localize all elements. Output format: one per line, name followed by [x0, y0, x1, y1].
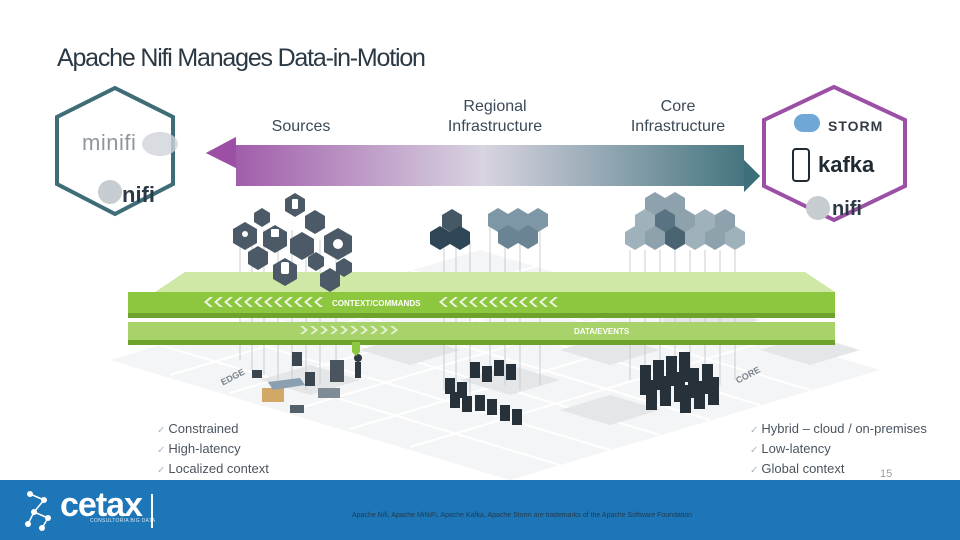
kafka-logo: kafka: [818, 152, 875, 177]
storm-logo: STORM: [828, 118, 884, 134]
sources-label: Sources: [271, 118, 331, 135]
check-icon: ✓: [750, 445, 759, 456]
check-icon: ✓: [750, 425, 759, 436]
chevrons-mid: [439, 297, 558, 307]
context-commands-label: CONTEXT/COMMANDS: [332, 299, 421, 308]
page-number: 15: [880, 468, 893, 480]
nifi-logo-right: nifi: [832, 198, 862, 220]
regional-hex-cluster: [430, 208, 548, 250]
check-icon: ✓: [750, 465, 759, 476]
footer-divider: [151, 494, 153, 528]
server-racks: [445, 352, 719, 425]
data-flow-diagram: [55, 84, 907, 480]
list-item: ✓Hybrid – cloud / on-premises: [750, 421, 927, 436]
core-label-line1: Core: [660, 98, 696, 115]
chevrons-bottom: [300, 326, 398, 334]
right-bullet-list: ✓Hybrid – cloud / on-premises ✓Low-laten…: [750, 420, 927, 480]
kafka-icon: [792, 148, 810, 182]
stripe-bottom: [128, 322, 835, 345]
data-events-label: DATA/EVENTS: [574, 327, 630, 336]
cetax-network-icon: [25, 491, 51, 531]
list-item: ✓Global context: [750, 461, 845, 476]
storm-cloud-icon: [794, 114, 820, 132]
cetax-tagline: CONSULTORIA BIG DATA: [90, 518, 156, 524]
minifi-logo: minifi: [82, 130, 137, 155]
core-label-line2: Infrastructure: [630, 118, 726, 135]
footer-bar: [0, 480, 960, 540]
core-hex-cluster: [625, 192, 745, 250]
page-title: Apache Nifi Manages Data-in-Motion: [57, 44, 426, 72]
edge-devices: [252, 342, 362, 413]
signal-icon: [333, 239, 343, 249]
trademark-notice: Apache Nifi, Apache MiNiFi, Apache Kafka…: [352, 512, 693, 519]
minifi-drop-icon: [142, 132, 178, 156]
regional-label-line1: Regional: [463, 98, 527, 115]
left-hexagon: [55, 85, 175, 217]
list-item: ✓Localized context: [157, 461, 269, 476]
device-icon: [271, 229, 279, 237]
phone-icon: [292, 199, 298, 209]
chevrons-left: [204, 297, 323, 307]
nifi-drop-icon-right: [806, 196, 830, 220]
check-icon: ✓: [157, 465, 166, 476]
nifi-logo-left: nifi: [122, 182, 155, 207]
left-bullet-list: ✓Constrained ✓High-latency ✓Localized co…: [157, 420, 269, 480]
list-item: ✓Low-latency: [750, 441, 831, 456]
nifi-drop-icon-left: [98, 180, 122, 204]
double-arrow: [206, 137, 760, 192]
check-icon: ✓: [157, 445, 166, 456]
check-icon: ✓: [157, 425, 166, 436]
regional-label-line2: Infrastructure: [447, 118, 543, 135]
stripe-top: [128, 272, 835, 318]
list-item: ✓High-latency: [157, 441, 241, 456]
cetax-logo: cetax: [60, 486, 143, 524]
cylinder-icon: [281, 262, 289, 274]
location-icon: [242, 231, 248, 237]
source-hex-cluster: [233, 193, 352, 292]
list-item: ✓Constrained: [157, 421, 239, 436]
